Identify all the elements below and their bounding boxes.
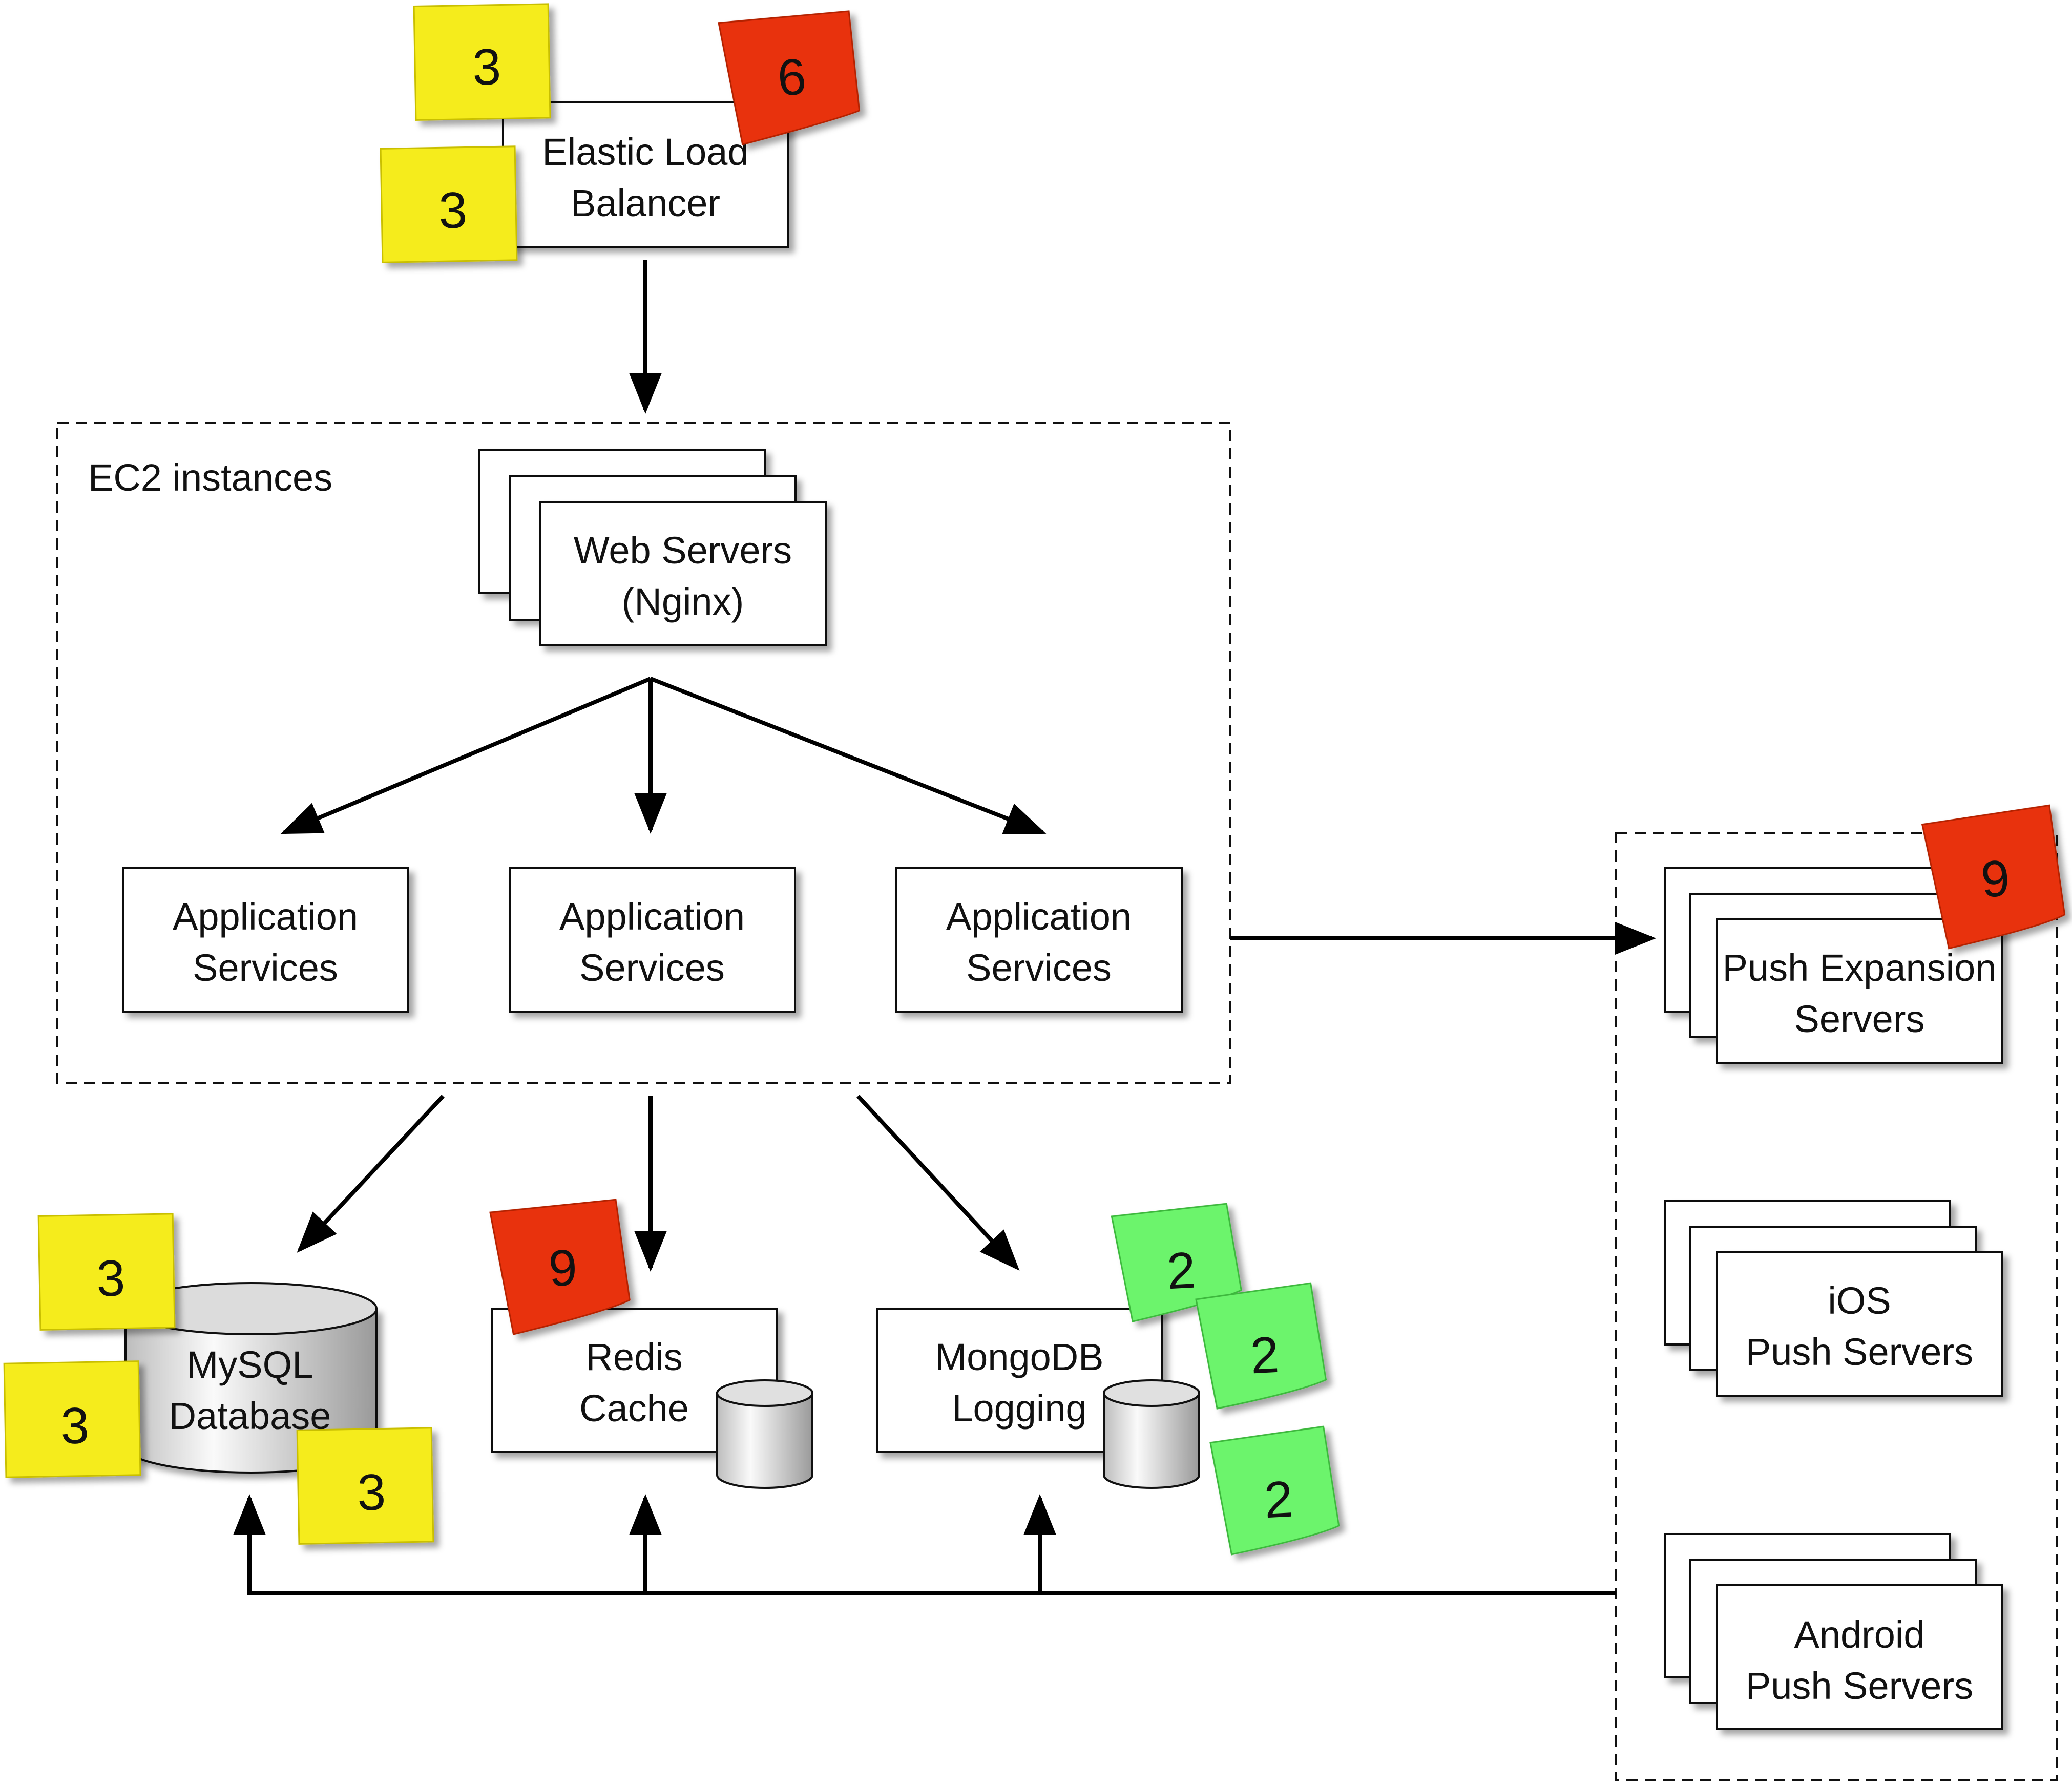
elb-label-line1: Elastic Load — [542, 131, 748, 173]
svg-text:6: 6 — [776, 48, 808, 107]
push-expansion-servers: Push Expansion Servers — [1664, 867, 2003, 1064]
note-elb-red: 6 — [718, 10, 861, 145]
note-redis-red: 9 — [489, 1199, 631, 1335]
mongo-label-line1: MongoDB — [935, 1336, 1103, 1378]
push-return-line — [233, 1494, 1616, 1595]
note-elb-yellow-top: 3 — [413, 3, 551, 121]
web-label-line1: Web Servers — [574, 529, 792, 572]
application-services-1: Application Services — [122, 867, 409, 1013]
note-push-red: 9 — [1921, 804, 2066, 950]
svg-text:3: 3 — [472, 38, 501, 96]
note-mysql-yellow-top: 3 — [37, 1213, 176, 1331]
mongo-label-line2: Logging — [952, 1387, 1086, 1430]
app1-label-line1: Application — [173, 895, 358, 938]
svg-text:9: 9 — [547, 1238, 578, 1297]
android-push-servers: Android Push Servers — [1664, 1533, 2003, 1730]
svg-text:2: 2 — [1249, 1326, 1280, 1385]
web-servers: Web Servers (Nginx) — [478, 449, 827, 646]
app3-label-line1: Application — [946, 895, 1132, 938]
note-mongo-green-3: 2 — [1209, 1425, 1340, 1556]
note-mysql-yellow-left: 3 — [3, 1360, 141, 1478]
redis-label-line2: Cache — [579, 1387, 689, 1430]
elastic-load-balancer: Elastic Load Balancer — [502, 101, 789, 248]
arrow-web-to-app1 — [280, 677, 652, 834]
note-elb-yellow-bottom: 3 — [380, 145, 518, 263]
mysql-label-line1: MySQL — [187, 1343, 313, 1386]
elb-label-line2: Balancer — [571, 182, 720, 224]
application-services-3: Application Services — [895, 867, 1183, 1013]
svg-text:3: 3 — [96, 1250, 125, 1308]
app2-label-line1: Application — [559, 895, 745, 938]
svg-text:2: 2 — [1263, 1470, 1294, 1529]
push-expansion-label-line2: Servers — [1794, 998, 1925, 1040]
ios-label-line2: Push Servers — [1746, 1331, 1973, 1373]
connector-arrows — [233, 260, 1656, 1595]
arrow-web-to-app3 — [650, 677, 1047, 834]
note-mysql-yellow-right: 3 — [296, 1427, 434, 1545]
app1-label-line2: Services — [193, 947, 338, 989]
note-mongo-green-1: 2 — [1111, 1203, 1242, 1322]
ec2-group — [56, 422, 1231, 1084]
svg-text:2: 2 — [1165, 1242, 1197, 1300]
app2-label-line2: Services — [579, 947, 725, 989]
svg-text:3: 3 — [357, 1463, 386, 1521]
svg-text:3: 3 — [60, 1397, 90, 1455]
ios-label-line1: iOS — [1828, 1279, 1891, 1322]
push-group — [1615, 832, 2058, 1781]
push-expansion-label-line1: Push Expansion — [1723, 947, 1997, 989]
svg-text:3: 3 — [438, 181, 468, 239]
web-label-line2: (Nginx) — [622, 580, 744, 623]
android-label-line2: Push Servers — [1746, 1665, 1973, 1707]
mongodb-logging: MongoDB Logging — [876, 1308, 1200, 1489]
redis-cache: Redis Cache — [491, 1308, 813, 1489]
android-label-line1: Android — [1794, 1613, 1924, 1656]
svg-text:9: 9 — [1979, 849, 2012, 909]
ec2-group-label: EC2 instances — [88, 456, 332, 499]
ios-push-servers: iOS Push Servers — [1664, 1200, 2003, 1397]
sticky-notes: 3 3 6 9 3 3 3 9 — [3, 3, 2066, 1556]
redis-label-line1: Redis — [585, 1336, 682, 1378]
app3-label-line2: Services — [966, 947, 1112, 989]
redis-cylinder-icon — [716, 1379, 813, 1489]
application-services-2: Application Services — [509, 867, 796, 1013]
note-mongo-green-2: 2 — [1195, 1282, 1327, 1410]
arrow-ec2-to-mongo — [856, 1095, 1020, 1271]
arrow-ec2-to-mysql — [297, 1095, 445, 1253]
mongo-cylinder-icon — [1103, 1379, 1200, 1489]
